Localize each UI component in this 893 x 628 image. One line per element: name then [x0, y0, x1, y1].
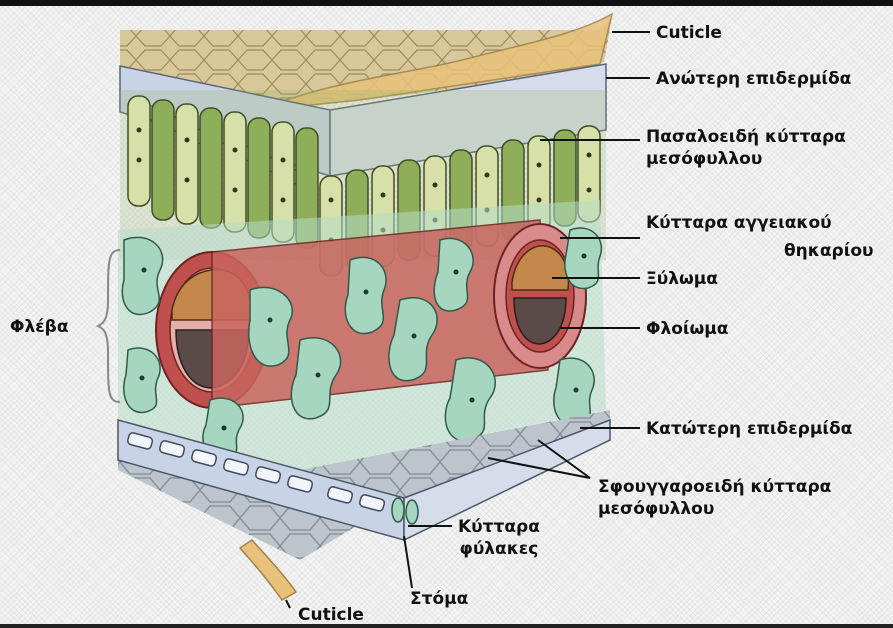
label-cuticle-bottom: Cuticle — [298, 604, 364, 626]
label-upper-epidermis: Ανώτερη επιδερμίδα — [656, 68, 851, 90]
label-phloem: Φλοίωμα — [646, 318, 728, 340]
vein-bracket — [98, 250, 120, 402]
label-lower-epidermis: Κατώτερη επιδερμίδα — [646, 418, 852, 440]
label-stoma: Στόμα — [410, 588, 468, 610]
label-spongy-line2: μεσόφυλλου — [598, 498, 831, 520]
label-palisade-line2: μεσόφυλλου — [646, 148, 846, 170]
label-bundle-sheath-line2: θηκαρίου — [784, 240, 874, 262]
label-bundle-sheath-line1: Κύτταρα αγγειακού — [646, 212, 832, 234]
label-guard-cells: Κύτταρα φύλακες — [458, 516, 540, 560]
label-xylem: Ξύλωμα — [646, 268, 718, 290]
label-cuticle-top: Cuticle — [656, 22, 722, 44]
label-guard-line2: φύλακες — [458, 538, 540, 560]
label-palisade-line1: Πασαλοειδή κύτταρα — [646, 126, 846, 148]
label-guard-line1: Κύτταρα — [458, 516, 540, 538]
label-vein: Φλέβα — [10, 316, 69, 338]
label-spongy: Σφουγγαροειδή κύτταρα μεσόφυλλου — [598, 476, 831, 520]
label-palisade: Πασαλοειδή κύτταρα μεσόφυλλου — [646, 126, 846, 170]
label-spongy-line1: Σφουγγαροειδή κύτταρα — [598, 476, 831, 498]
bottom-border — [0, 624, 893, 628]
